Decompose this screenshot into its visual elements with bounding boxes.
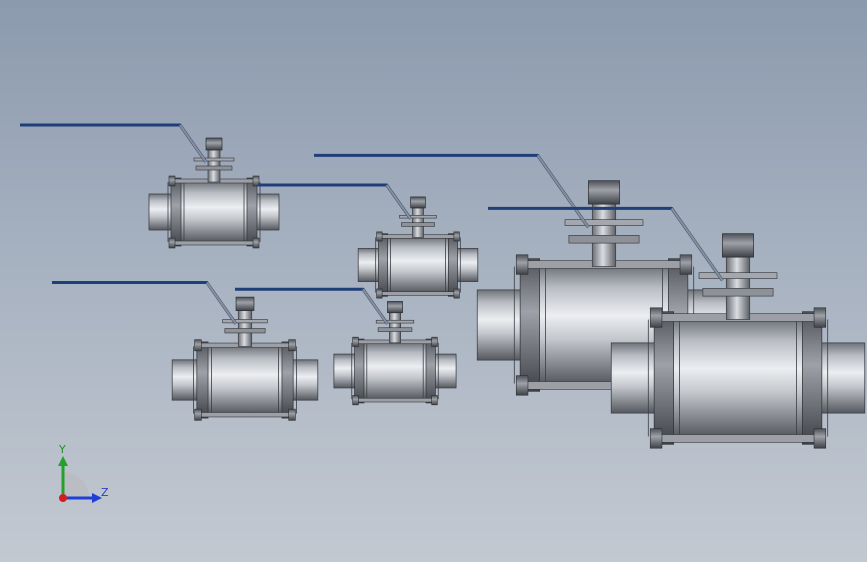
triad-z-arrow <box>92 493 102 503</box>
flange <box>281 341 294 419</box>
flange <box>196 341 209 419</box>
bolt-nut <box>376 231 383 242</box>
valve-4[interactable] <box>235 287 457 406</box>
bolt-nut <box>252 175 260 187</box>
bolt-nut <box>288 339 296 352</box>
valve-3[interactable] <box>52 281 319 421</box>
stem-nut <box>205 137 223 151</box>
flange <box>378 233 388 297</box>
flange <box>246 177 258 247</box>
gland-plate <box>224 328 266 334</box>
bolt-nut <box>168 175 176 187</box>
valve-handle[interactable] <box>235 287 389 325</box>
bolt-nut <box>515 254 529 275</box>
triad-z-label: Z <box>101 486 109 499</box>
stem-nut <box>722 233 754 258</box>
tie-bolt <box>172 240 256 246</box>
tie-bolt <box>198 412 292 418</box>
bolt-nut <box>194 408 202 421</box>
gland-plate <box>401 222 435 227</box>
stop-plate <box>564 219 644 226</box>
valve-body <box>663 319 813 437</box>
stop-plate <box>222 319 268 324</box>
bolt-nut <box>252 237 260 249</box>
valve-2[interactable] <box>258 183 479 299</box>
valve-handle[interactable] <box>258 183 412 220</box>
valve-handle[interactable] <box>314 153 590 229</box>
flange <box>519 258 541 392</box>
bolt-nut <box>813 307 827 328</box>
stem-nut <box>588 180 620 205</box>
stem-nut <box>387 301 403 314</box>
valve-body <box>201 345 289 415</box>
valve-1[interactable] <box>20 123 280 249</box>
triad-x-origin <box>59 494 67 502</box>
triad-axes <box>58 456 102 503</box>
bolt-nut <box>194 339 202 352</box>
flange <box>170 177 182 247</box>
handle-arm <box>206 281 237 325</box>
valve-handle[interactable] <box>20 123 208 163</box>
bolt-nut <box>288 408 296 421</box>
stem-nut <box>235 296 255 311</box>
handle-arm <box>385 184 412 220</box>
bolt-nut <box>679 254 693 275</box>
bolt-nut <box>376 288 383 299</box>
bolt-nut <box>352 395 359 406</box>
bolt-nut <box>352 336 359 347</box>
valve-6[interactable] <box>488 206 866 449</box>
triad-y-arrow <box>58 456 68 466</box>
gland-plate <box>377 327 413 332</box>
bolt-nut <box>649 428 663 449</box>
bolt-nut <box>168 237 176 249</box>
bolt-nut <box>431 395 438 406</box>
tie-bolt <box>657 434 819 443</box>
stop-plate <box>193 157 235 162</box>
flange <box>653 311 675 445</box>
stop-plate <box>375 319 415 324</box>
tie-bolt <box>379 291 457 296</box>
stop-plate <box>399 215 437 219</box>
flange <box>354 338 365 404</box>
handle-arm <box>179 124 207 163</box>
gland-plate <box>195 165 233 171</box>
bolt-nut <box>453 231 460 242</box>
handle-arm <box>362 288 389 325</box>
valve-body <box>382 236 454 294</box>
bolt-nut <box>649 307 663 328</box>
flange <box>425 338 436 404</box>
flange <box>448 233 458 297</box>
handle-arm <box>670 207 724 282</box>
valve-body <box>358 342 432 400</box>
triad-xz-plane <box>63 472 89 498</box>
triad-y-label: Y <box>59 443 66 456</box>
gland-plate <box>568 235 640 244</box>
bolt-nut <box>813 428 827 449</box>
gland-plate <box>702 287 774 297</box>
tie-bolt <box>356 397 434 403</box>
stem-nut <box>410 196 426 209</box>
stop-plate <box>698 272 778 279</box>
valve-body <box>175 181 253 243</box>
bolt-nut <box>431 336 438 347</box>
handle-arm <box>536 154 590 229</box>
bolt-nut <box>515 375 529 396</box>
flange <box>801 311 823 445</box>
valve-handle[interactable] <box>52 281 238 325</box>
bolt-nut <box>453 288 460 299</box>
